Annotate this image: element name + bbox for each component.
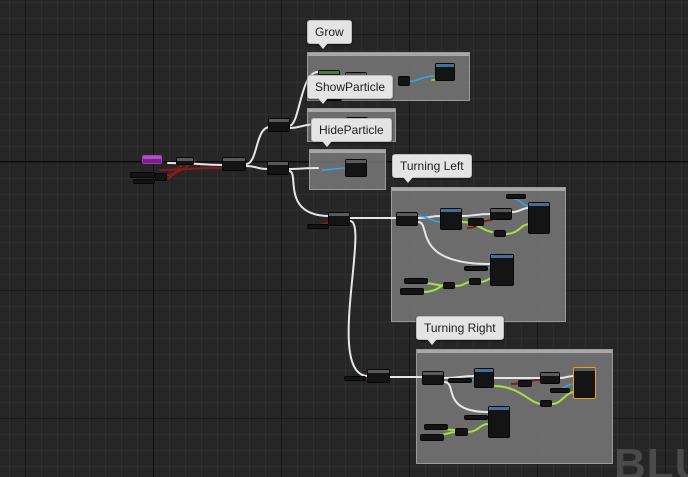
event-node[interactable]: [142, 155, 162, 164]
getter-node[interactable]: [464, 266, 488, 271]
set-node[interactable]: [435, 63, 455, 81]
comment-bubble-hide-particle[interactable]: HideParticle: [311, 118, 392, 147]
math-node[interactable]: [468, 218, 484, 226]
set-node[interactable]: [474, 368, 494, 388]
set-node[interactable]: [488, 406, 510, 438]
float-node[interactable]: [420, 434, 444, 441]
set-node[interactable]: [528, 202, 550, 234]
selected-set-node[interactable]: [573, 367, 596, 399]
getter-node[interactable]: [464, 415, 488, 420]
set-visibility-node[interactable]: [345, 159, 367, 177]
getter-node[interactable]: [448, 378, 472, 383]
variable-node[interactable]: [130, 172, 156, 178]
branch-node[interactable]: [328, 212, 350, 226]
getter-node[interactable]: [550, 388, 570, 393]
function-node[interactable]: [398, 76, 410, 86]
math-node[interactable]: [540, 372, 560, 384]
math-node[interactable]: [518, 380, 532, 387]
float-node[interactable]: [400, 288, 424, 295]
comment-bubble-turning-right[interactable]: Turning Right: [416, 316, 504, 345]
getter-node[interactable]: [155, 173, 167, 181]
math-node[interactable]: [455, 428, 468, 436]
float-node[interactable]: [404, 278, 428, 284]
variable-node[interactable]: [307, 224, 329, 229]
float-node[interactable]: [424, 424, 448, 430]
branch-node[interactable]: [268, 118, 290, 132]
math-node[interactable]: [490, 208, 512, 220]
variable-node[interactable]: [344, 376, 366, 381]
comment-bubble-turning-left[interactable]: Turning Left: [392, 154, 472, 183]
variable-node[interactable]: [133, 179, 155, 184]
math-node[interactable]: [469, 278, 481, 285]
set-node[interactable]: [440, 208, 462, 230]
branch-node[interactable]: [396, 212, 418, 226]
branch-node[interactable]: [367, 369, 390, 383]
branch-node[interactable]: [267, 161, 289, 175]
math-node[interactable]: [540, 400, 552, 407]
set-node[interactable]: [490, 254, 514, 286]
math-node[interactable]: [443, 282, 455, 289]
branch-node[interactable]: [222, 157, 246, 171]
math-node[interactable]: [494, 230, 506, 237]
graph-origin-vertical-line: [153, 0, 154, 477]
compare-node[interactable]: [176, 157, 194, 165]
comment-bubble-show-particle[interactable]: ShowParticle: [307, 75, 394, 104]
comment-bubble-grow[interactable]: Grow: [307, 20, 352, 49]
branch-node[interactable]: [422, 371, 444, 385]
getter-node[interactable]: [506, 194, 526, 199]
graph-type-watermark: BLU: [614, 440, 688, 477]
